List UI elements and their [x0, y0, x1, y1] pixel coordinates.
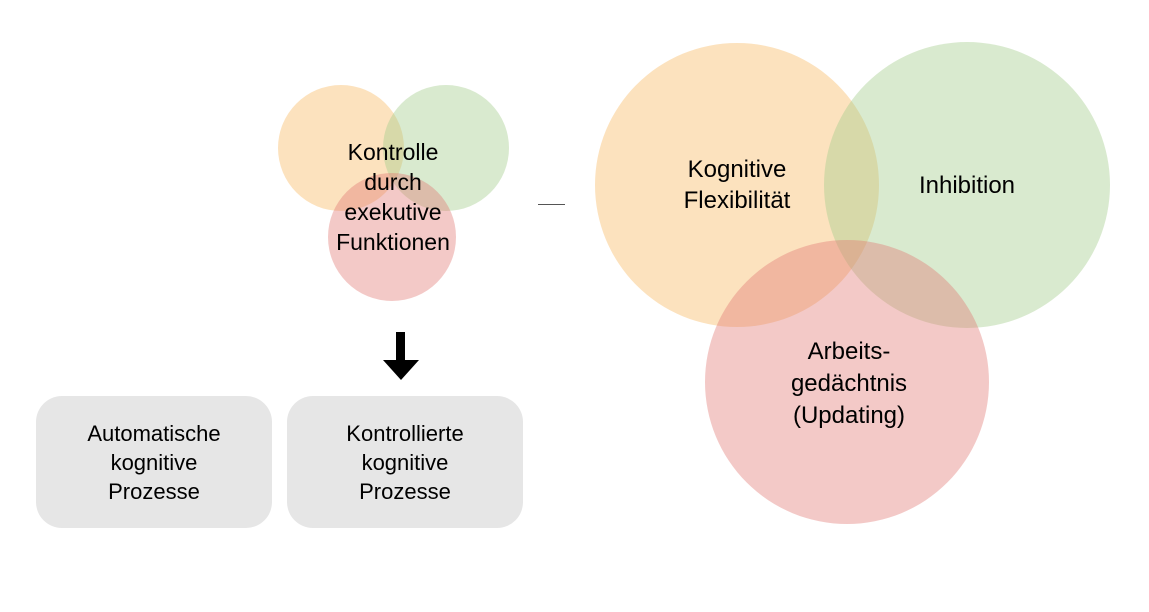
- label-working-memory: Arbeits- gedächtnis (Updating): [790, 338, 908, 429]
- small-circle-green: [383, 85, 509, 211]
- circle-working-memory: [705, 240, 989, 524]
- small-circle-red: [328, 173, 456, 301]
- small-circle-orange: [278, 85, 404, 211]
- circle-inhibition: [824, 42, 1110, 328]
- connector-line: [538, 204, 565, 205]
- circle-cognitive-flexibility: [595, 43, 879, 327]
- controlled-processes-box: Kontrollierte kognitive Prozesse: [287, 396, 523, 528]
- down-arrow-icon: [383, 332, 419, 380]
- label-inhibition: Inhibition: [918, 172, 1016, 199]
- automatic-processes-box: Automatische kognitive Prozesse: [36, 396, 272, 528]
- label-cognitive-flexibility: Kognitive Flexibilität: [683, 156, 791, 214]
- small-venn-label: Kontrolle durch exekutive Funktionen: [336, 139, 450, 255]
